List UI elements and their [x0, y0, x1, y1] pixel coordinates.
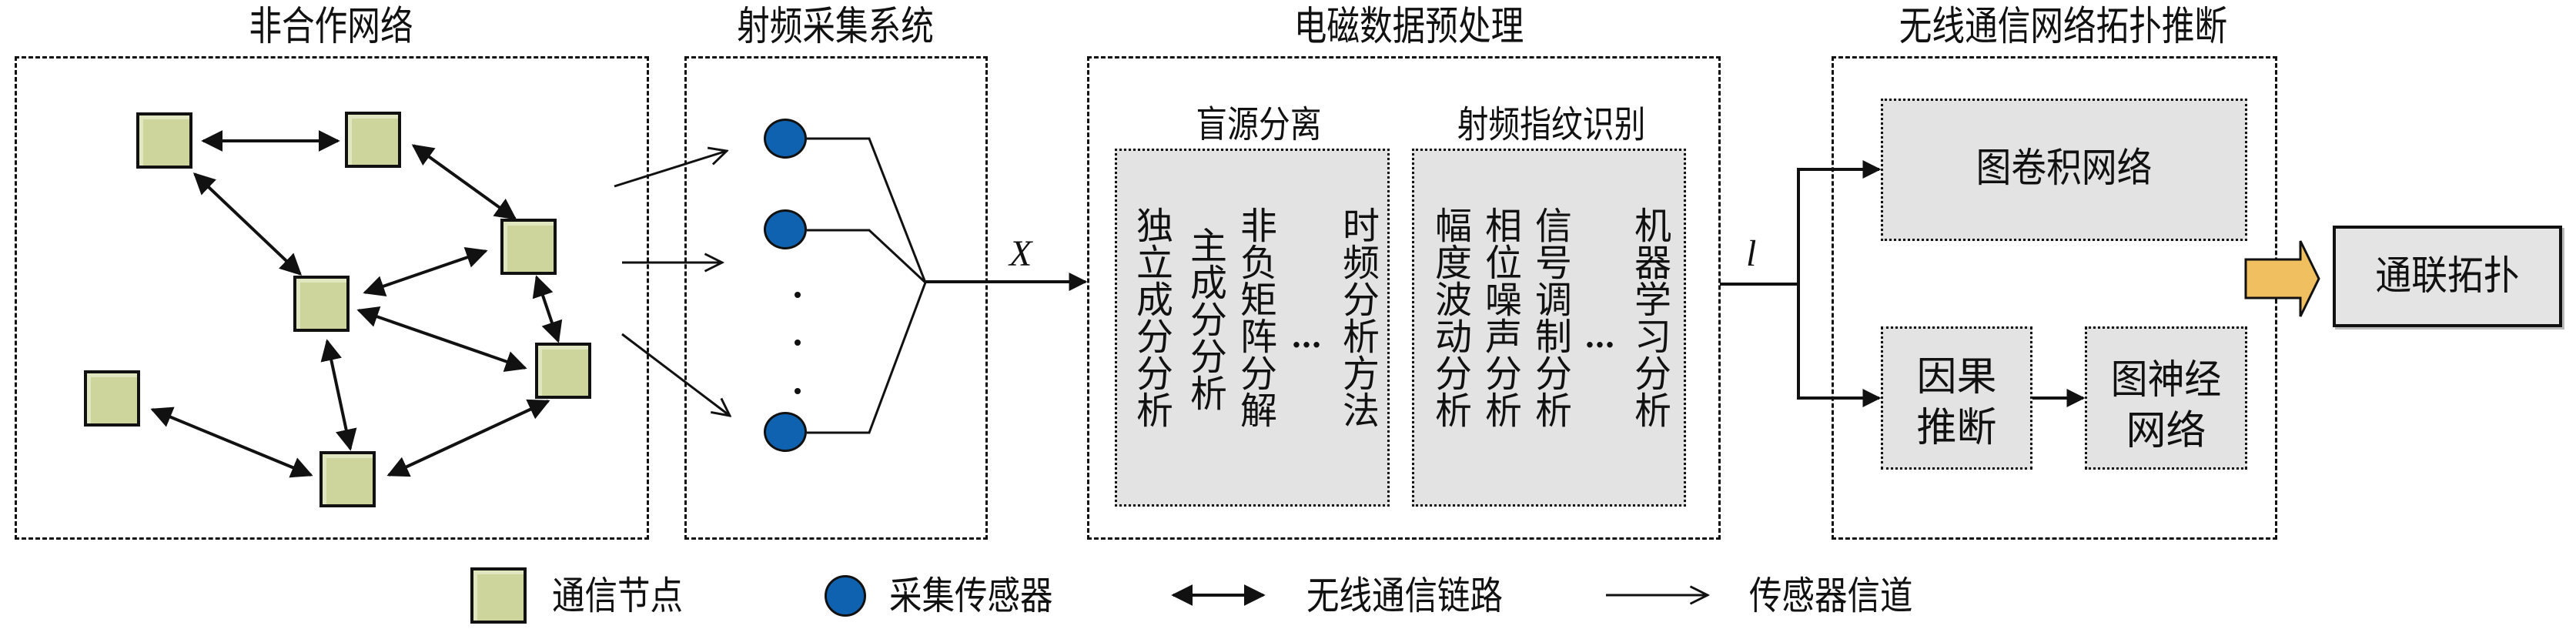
communication-node [84, 370, 140, 427]
method-time-frequency: 时频分析方法 [1336, 206, 1379, 428]
legend-sensor-label: 采集传感器 [889, 574, 1053, 618]
legend-node-icon [470, 567, 527, 624]
blind-source-separation-label: 盲源分离 [1196, 103, 1322, 146]
method-nmf: 非负矩阵分解 [1233, 206, 1276, 428]
method-ica: 独立成分分析 [1129, 206, 1173, 428]
rf-fingerprint-label: 射频指纹识别 [1457, 103, 1646, 146]
communication-node [345, 112, 401, 168]
stage-title-noncooperative-network: 非合作网络 [249, 4, 413, 50]
method-modulation: 信号调制分析 [1528, 206, 1571, 428]
causal-inference-line1: 因果 [1916, 354, 1997, 400]
acquisition-sensor [764, 119, 807, 159]
method-phase-noise: 相位噪声分析 [1478, 206, 1521, 428]
topology-result-box: 通联拓扑 [2333, 226, 2562, 327]
signal-matrix-symbol: X [1009, 233, 1032, 274]
communication-node [535, 343, 591, 399]
method-pca: 主成分分析 [1183, 226, 1226, 411]
legend-sensor-icon [825, 575, 866, 617]
stage-box-em-preprocessing [1087, 56, 1721, 540]
gnn-line1: 图神经 [2110, 357, 2222, 403]
legend-node-label: 通信节点 [552, 574, 683, 618]
communication-node [136, 112, 192, 169]
stage-title-rf-acquisition: 射频采集系统 [737, 4, 934, 50]
method-amplitude: 幅度波动分析 [1428, 206, 1471, 428]
ellipsis: … [1291, 319, 1322, 355]
stage-box-rf-acquisition [684, 56, 988, 540]
communication-node [293, 276, 350, 332]
stage-box-noncooperative-network [15, 56, 649, 540]
causal-inference-line2: 推断 [1916, 405, 1997, 451]
gnn-box: 图神经 网络 [2085, 326, 2247, 470]
legend-channel-label: 传感器信道 [1749, 574, 1913, 618]
fingerprint-symbol: l [1746, 233, 1757, 274]
legend-link-label: 无线通信链路 [1306, 574, 1503, 618]
communication-node [319, 451, 376, 507]
stage-title-em-preprocessing: 电磁数据预处理 [1293, 4, 1524, 50]
ellipsis: … [1584, 319, 1615, 355]
acquisition-sensor [764, 412, 807, 452]
gnn-line2: 网络 [2126, 408, 2206, 454]
method-machine-learning: 机器学习分析 [1628, 206, 1671, 428]
blind-source-separation-box: 独立成分分析 主成分分析 非负矩阵分解 … 时频分析方法 [1115, 149, 1390, 507]
rf-fingerprint-box: 幅度波动分析 相位噪声分析 信号调制分析 … 机器学习分析 [1412, 149, 1686, 507]
communication-node [500, 219, 557, 275]
gcn-label: 图卷积网络 [1975, 146, 2153, 192]
topology-result-label: 通联拓扑 [2375, 253, 2520, 299]
acquisition-sensor [764, 209, 807, 249]
causal-inference-box: 因果 推断 [1881, 326, 2032, 470]
stage-title-topology-inference: 无线通信网络拓扑推断 [1899, 4, 2228, 50]
gcn-box: 图卷积网络 [1881, 99, 2247, 241]
